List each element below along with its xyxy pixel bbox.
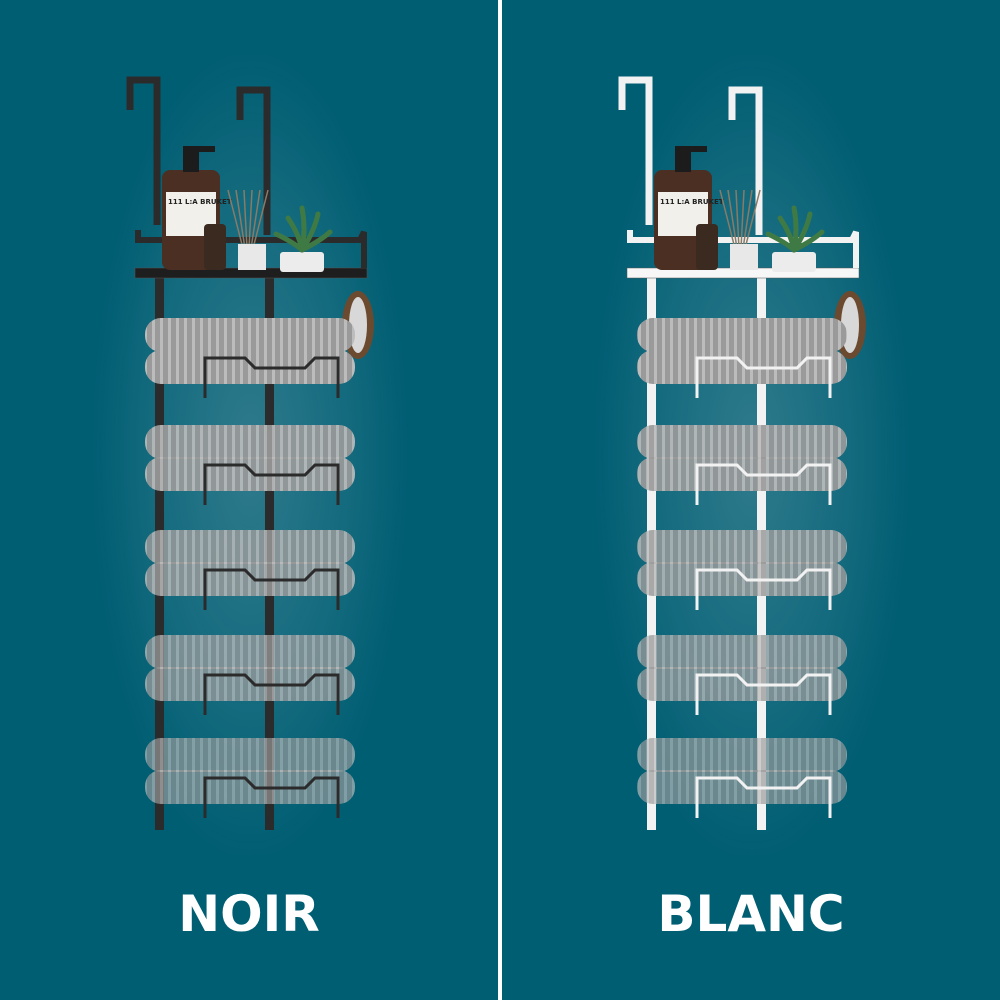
folded-towel [145, 457, 355, 491]
towel-bar [203, 568, 340, 610]
towel-bar [695, 568, 832, 610]
door-hook [236, 86, 271, 235]
folded-towel [145, 425, 355, 459]
bottle-nozzle [675, 146, 707, 152]
variant-label-noir: NOIR [178, 885, 320, 943]
small-bottle [696, 224, 718, 270]
panel-divider [498, 0, 502, 1000]
folded-towel [637, 635, 847, 669]
towel-bar [695, 776, 832, 818]
bottle-pump [675, 150, 691, 172]
folded-towel [145, 350, 355, 384]
black-towel-rack-icon: 111 L:A BRUKET [126, 76, 374, 830]
shelf-rail [627, 230, 859, 268]
shelf-rail [135, 230, 367, 268]
folded-towel [637, 738, 847, 772]
towel-bar [203, 463, 340, 505]
plant-leaf [791, 229, 825, 253]
folded-towel [145, 770, 355, 804]
door-hook [618, 76, 653, 225]
towel-bar [203, 356, 340, 398]
folded-towel [637, 667, 847, 701]
plant-leaf [299, 229, 333, 253]
folded-towel [637, 562, 847, 596]
folded-towel [145, 562, 355, 596]
towel-bar [695, 673, 832, 715]
plant-pot [772, 252, 816, 272]
folded-towel [637, 350, 847, 384]
white-towel-rack-icon: 111 L:A BRUKET [618, 76, 866, 830]
towel-bar [203, 776, 340, 818]
plant-pot [280, 252, 324, 272]
folded-towel [637, 457, 847, 491]
bottle-label: 111 L:A BRUKET [660, 198, 724, 206]
folded-towel [637, 425, 847, 459]
towel-bar [695, 463, 832, 505]
variant-panel-noir: 111 L:A BRUKET NOIR [0, 0, 498, 1000]
diffuser-jar [238, 244, 266, 270]
small-bottle [204, 224, 226, 270]
diffuser-jar [730, 244, 758, 270]
folded-towel [145, 635, 355, 669]
variant-label-blanc: BLANC [657, 885, 845, 943]
folded-towel [145, 530, 355, 564]
bottle-nozzle [183, 146, 215, 152]
bottle-pump [183, 150, 199, 172]
plant-leaf [765, 231, 797, 253]
folded-towel [145, 667, 355, 701]
door-hook [728, 86, 763, 235]
folded-towel [637, 318, 847, 352]
folded-towel [637, 530, 847, 564]
door-hook [126, 76, 161, 225]
plant-leaf [299, 205, 307, 253]
towel-bar [203, 673, 340, 715]
plant-leaf [791, 205, 799, 253]
bottle-label: 111 L:A BRUKET [168, 198, 232, 206]
variant-panel-blanc: 111 L:A BRUKET BLANC [502, 0, 1000, 1000]
plant-leaf [273, 231, 305, 253]
towel-bar [695, 356, 832, 398]
folded-towel [145, 738, 355, 772]
folded-towel [145, 318, 355, 352]
folded-towel [637, 770, 847, 804]
